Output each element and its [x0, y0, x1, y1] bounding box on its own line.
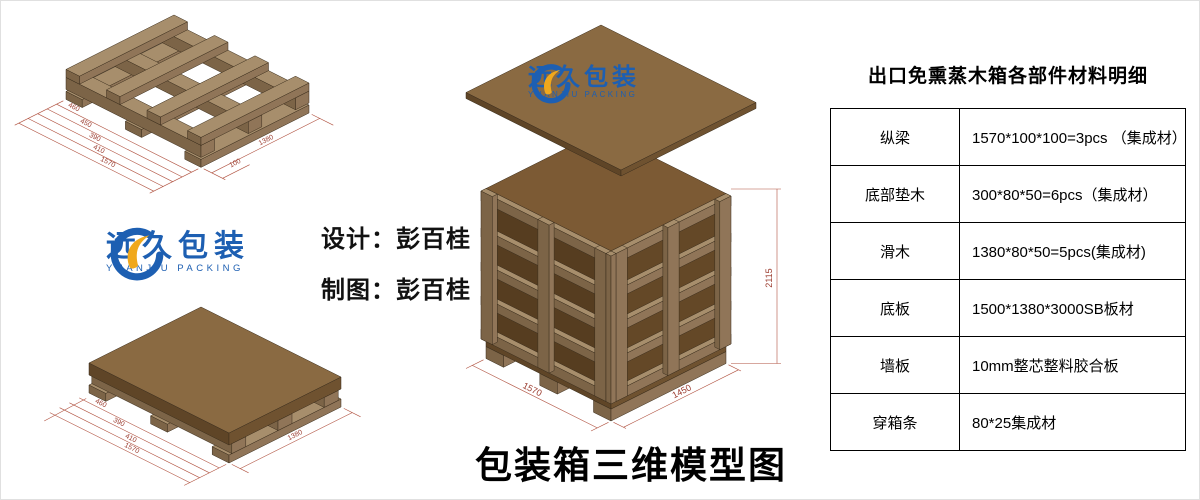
- design-credit: 设计：彭百桂: [321, 226, 471, 253]
- dim-label: 2115: [764, 268, 774, 287]
- dim-label: 100: [229, 158, 243, 170]
- pallet-board-drawing: 460 390 410 1570 1380: [44, 306, 361, 486]
- company-logo: 远久包装 YUANJIU PACKING: [106, 227, 250, 281]
- part-name: 纵梁: [830, 108, 960, 166]
- dim-label: 390: [112, 417, 126, 429]
- credits: 设计：彭百桂 制图：彭百桂: [321, 219, 471, 321]
- table-row: 滑木 1380*80*50=5pcs(集成材): [830, 222, 1186, 280]
- part-name: 底部垫木: [830, 165, 960, 223]
- part-spec: 80*25集成材: [959, 393, 1186, 451]
- part-name: 墙板: [830, 336, 960, 394]
- part-spec: 10mm整芯整料胶合板: [959, 336, 1186, 394]
- logo-swoosh-icon: [531, 64, 571, 104]
- part-name: 穿箱条: [830, 393, 960, 451]
- dim-label: 460: [67, 102, 81, 114]
- table-title: 出口免熏蒸木箱各部件材料明细: [867, 66, 1148, 87]
- materials-table: 纵梁 1570*100*100=3pcs （集成材） 底部垫木 300*80*5…: [830, 108, 1187, 451]
- dim-label: 410: [92, 144, 106, 156]
- dim-label: 410: [124, 433, 138, 445]
- table-row: 穿箱条 80*25集成材: [830, 393, 1186, 451]
- table-row: 纵梁 1570*100*100=3pcs （集成材）: [830, 108, 1187, 166]
- table-row: 底部垫木 300*80*50=6pcs（集成材）: [830, 165, 1186, 223]
- draft-credit: 制图：彭百桂: [321, 277, 471, 304]
- page-title: 包装箱三维模型图: [475, 445, 787, 486]
- dim-label: 1570: [99, 156, 116, 169]
- part-spec: 1380*80*50=5pcs(集成材): [959, 222, 1186, 280]
- dim-label: 390: [88, 132, 102, 144]
- part-spec: 300*80*50=6pcs（集成材）: [959, 165, 1186, 223]
- logo-swoosh-icon: [110, 227, 164, 281]
- part-name: 滑木: [830, 222, 960, 280]
- part-spec: 1570*100*100=3pcs （集成材）: [959, 108, 1187, 166]
- materials-panel: 出口免熏蒸木箱各部件材料明细 纵梁 1570*100*100=3pcs （集成材…: [827, 59, 1189, 451]
- dim-label: 450: [79, 118, 93, 130]
- table-row: 墙板 10mm整芯整料胶合板: [830, 336, 1186, 394]
- pallet-frame-drawing: 460 450 390 410 1570 1380 100: [14, 14, 334, 194]
- lid-logo: 远久包装 YUANJIU PACKING: [528, 64, 640, 104]
- table-row: 底板 1500*1380*3000SB板材: [830, 279, 1186, 337]
- logo-subtitle: YUANJIU PACKING: [528, 90, 638, 100]
- part-name: 底板: [830, 279, 960, 337]
- packing-crate-drawing: 2115 1570 1450: [465, 24, 781, 432]
- dim-label: 460: [94, 398, 108, 410]
- part-spec: 1500*1380*3000SB板材: [959, 279, 1186, 337]
- logo-subtitle: YUANJIU PACKING: [106, 262, 244, 274]
